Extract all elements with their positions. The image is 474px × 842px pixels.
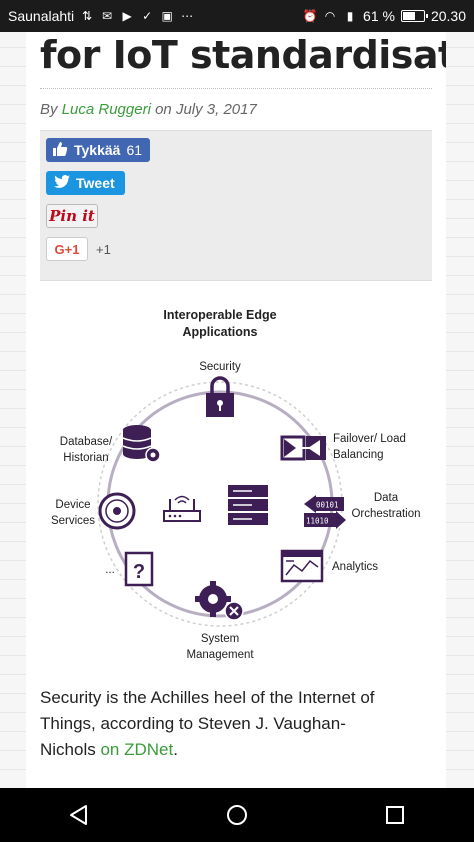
node-analytics-label: Analytics bbox=[332, 561, 378, 573]
failover-arrows-icon bbox=[280, 435, 326, 461]
page-background-right bbox=[446, 32, 474, 788]
photo-icon: ▣ bbox=[161, 9, 173, 23]
node-failover-label-line1: Failover/ Load bbox=[333, 433, 406, 445]
byline-date: on July 3, 2017 bbox=[150, 101, 257, 118]
node-system-label-line2: Management bbox=[186, 649, 254, 661]
check-icon: ✓ bbox=[142, 9, 153, 23]
google-plus-count: +1 bbox=[96, 241, 111, 257]
mail-icon: ✉ bbox=[102, 9, 113, 23]
battery-icon bbox=[400, 10, 428, 22]
body-line-1: Security is the Achilles heel of the Int… bbox=[40, 688, 375, 707]
tweet-button[interactable]: Tweet bbox=[46, 171, 125, 195]
battery-percent: 61 % bbox=[363, 8, 395, 24]
node-data-label-line1: Data bbox=[374, 492, 399, 504]
byline: By Luca Ruggeri on July 3, 2017 bbox=[40, 101, 432, 118]
svg-text:?: ? bbox=[133, 561, 145, 583]
thumbs-up-icon bbox=[52, 141, 68, 160]
node-device-label-line1: Device bbox=[55, 499, 90, 511]
recents-square-icon bbox=[386, 806, 404, 824]
google-plus-button[interactable]: G+1 bbox=[46, 237, 88, 261]
binary-bottom: 11010 bbox=[306, 517, 329, 526]
node-failover-label-line2: Balancing bbox=[333, 449, 384, 461]
page-background-left bbox=[0, 32, 26, 788]
diagram-svg: Interoperable Edge Applications Security bbox=[51, 308, 421, 661]
alarm-icon: ⏰ bbox=[302, 9, 318, 23]
zdnet-link[interactable]: on ZDNet bbox=[100, 740, 174, 759]
iot-edge-diagram: Interoperable Edge Applications Security bbox=[40, 299, 432, 679]
question-document-icon: ? bbox=[124, 551, 154, 587]
byline-prefix: By bbox=[40, 101, 62, 118]
wifi-icon: ◠ bbox=[324, 9, 336, 23]
share-buttons-panel: Tykkää 61 Tweet Pin it G+1 +1 bbox=[40, 130, 432, 281]
home-button[interactable] bbox=[217, 795, 257, 835]
navigation-bar bbox=[0, 788, 474, 842]
node-database-label-line1: Database/ bbox=[60, 436, 113, 448]
node-data-label-line2: Orchestration bbox=[351, 508, 420, 520]
data-transfer-icon: ⇅ bbox=[82, 9, 93, 23]
node-device-label-line2: Services bbox=[51, 515, 95, 527]
server-icon bbox=[228, 485, 268, 525]
node-other-label: ... bbox=[105, 564, 115, 576]
status-bar: Saunalahti ⇅ ✉ ▶ ✓ ▣ ⋯ ⏰ ◠ ▮ 61 % 20.30 bbox=[0, 0, 474, 32]
body-line-2: Things, according to Steven J. Vaughan- bbox=[40, 714, 346, 733]
router-icon bbox=[163, 495, 201, 522]
battery-level bbox=[402, 12, 415, 20]
binary-top: 00101 bbox=[316, 501, 339, 510]
more-notifications-icon: ⋯ bbox=[181, 9, 194, 23]
diagram-title-line1: Interoperable Edge bbox=[163, 308, 276, 322]
like-count: 61 bbox=[126, 142, 143, 158]
device-disc-icon bbox=[98, 492, 136, 530]
body-line-3-prefix: Nichols bbox=[40, 740, 101, 759]
database-icon bbox=[122, 425, 161, 463]
tweet-label: Tweet bbox=[76, 175, 115, 191]
gears-icon bbox=[195, 581, 244, 621]
clock: 20.30 bbox=[430, 8, 466, 24]
analytics-chart-icon bbox=[280, 549, 324, 583]
article-body: Security is the Achilles heel of the Int… bbox=[40, 685, 432, 763]
back-triangle-icon bbox=[70, 805, 87, 825]
signal-icon: ▮ bbox=[346, 9, 354, 23]
facebook-like-button[interactable]: Tykkää 61 bbox=[46, 138, 151, 162]
recents-button[interactable] bbox=[375, 795, 415, 835]
node-security-label: Security bbox=[199, 361, 241, 373]
twitter-bird-icon bbox=[54, 174, 70, 192]
author-link[interactable]: Luca Ruggeri bbox=[61, 101, 151, 118]
home-circle-icon bbox=[227, 805, 247, 825]
play-store-icon: ▶ bbox=[122, 9, 132, 23]
like-label: Tykkää bbox=[74, 142, 121, 158]
diagram-title-line2: Applications bbox=[182, 325, 257, 339]
article-content[interactable]: for IoT standardisation By Luca Ruggeri … bbox=[26, 32, 446, 788]
node-system-label-line1: System bbox=[201, 633, 239, 645]
body-line-3-suffix: . bbox=[173, 740, 178, 759]
headline-divider bbox=[40, 88, 432, 89]
padlock-icon bbox=[206, 376, 234, 417]
carrier-name: Saunalahti bbox=[8, 8, 75, 24]
data-exchange-icon: 00101 11010 bbox=[304, 495, 346, 529]
node-database-label-line2: Historian bbox=[63, 452, 108, 464]
article-headline: for IoT standardisation bbox=[40, 33, 446, 77]
pinterest-pin-button[interactable]: Pin it bbox=[46, 204, 98, 228]
back-button[interactable] bbox=[59, 795, 99, 835]
